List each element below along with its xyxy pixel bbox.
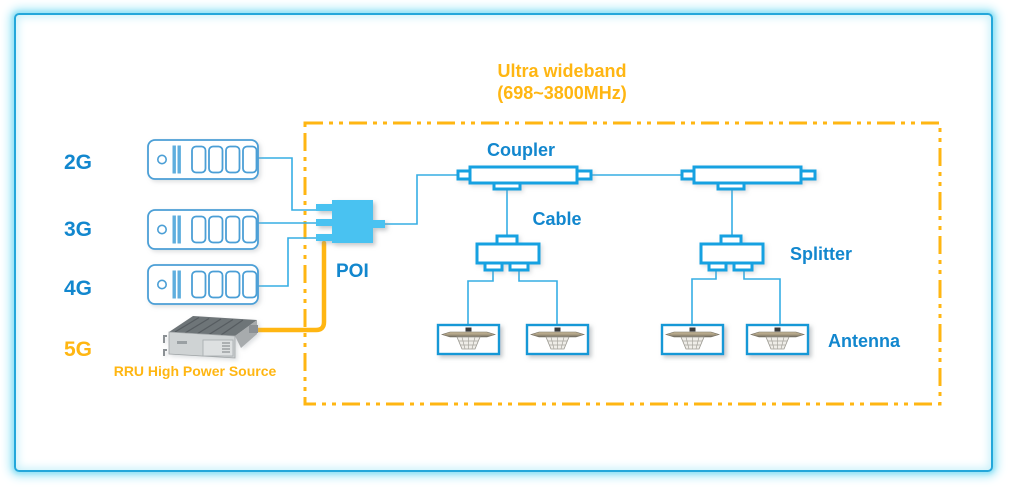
antenna-1 [438,325,499,354]
poi-combiner [316,200,385,243]
label-poi: POI [336,261,369,282]
bbu-3g [147,209,259,250]
link-2g-to-poi [258,157,316,211]
label-coupler: Coupler [487,140,555,160]
link-rru-to-poi [249,240,327,333]
link-splitter1-to-antenna2 [518,271,558,325]
link-splitter2-to-antenna3 [691,271,717,325]
antenna-2 [527,325,588,354]
label-splitter: Splitter [790,244,852,264]
link-splitter2-to-antenna4 [743,271,781,325]
bbu-4g [147,264,259,305]
bbu-2g [147,139,259,180]
label-5g: 5G [64,338,92,361]
label-cable: Cable [532,209,581,229]
splitter-1 [477,236,539,270]
connection-lines [258,157,781,325]
ultra-wideband-range: (698~3800MHz) [497,83,627,103]
splitter-2 [701,236,763,270]
label-4g: 4G [64,277,92,300]
label-2g: 2G [64,151,92,174]
label-rru: RRU High Power Source [114,363,277,379]
link-poi-to-coupler1 [385,174,458,225]
link-splitter1-to-antenna1 [467,271,494,325]
antenna-4 [747,325,808,354]
ultra-wideband-title: Ultra wideband [497,61,626,81]
ultra-wideband-boundary [303,121,942,406]
coupler-2 [682,167,815,189]
label-3g: 3G [64,218,92,241]
antenna-3 [662,325,723,354]
coupler-1 [458,167,591,189]
link-4g-to-poi [258,237,316,287]
rru-device [163,316,258,359]
label-antenna: Antenna [828,331,901,351]
